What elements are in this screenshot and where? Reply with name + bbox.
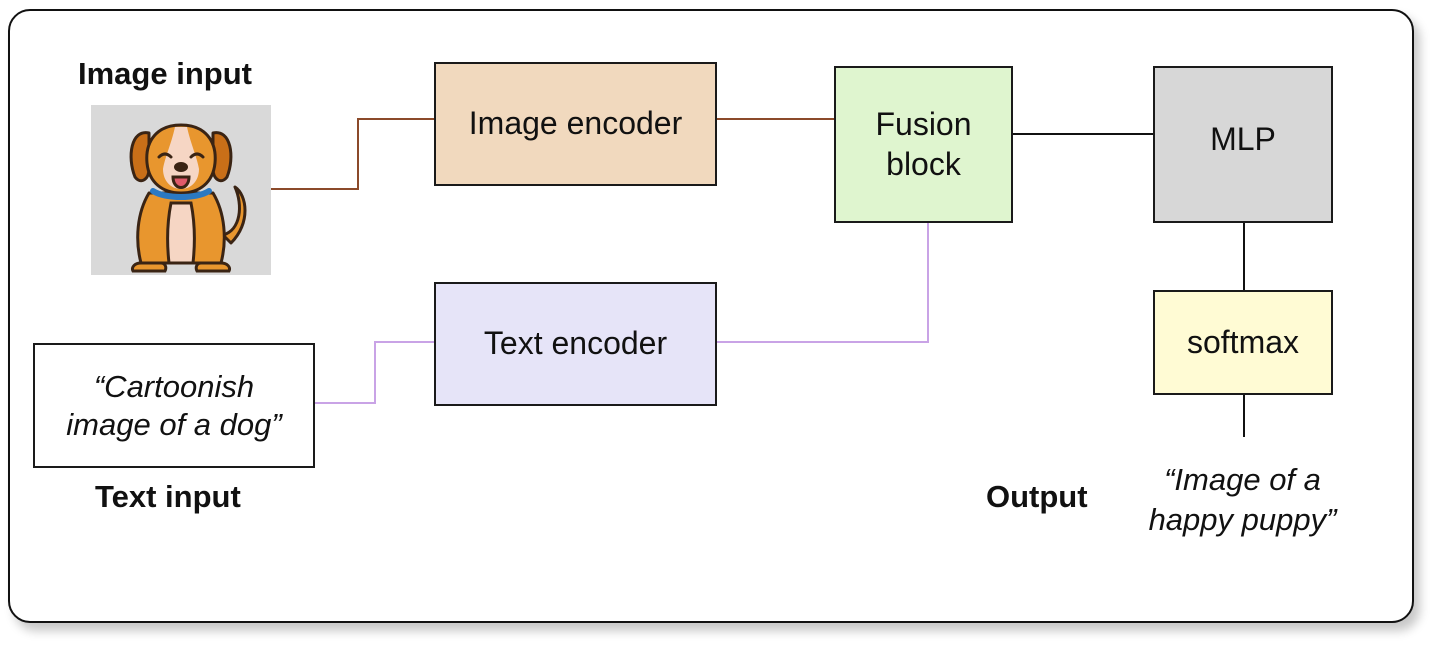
output-text: “Image of a happy puppy” [1120, 460, 1365, 541]
output-text-line1: “Image of a [1164, 462, 1321, 497]
input-text-line1: “Cartoonish [93, 368, 255, 404]
output-label: Output [986, 479, 1088, 514]
dog-icon [129, 123, 247, 273]
image-to-encoder-wire [271, 118, 434, 190]
text-to-encoder-wire [315, 341, 434, 404]
mlp-label: MLP [1210, 121, 1276, 157]
input-text-line2: image of a dog” [66, 406, 282, 442]
image-encoder-block: Image encoder [434, 62, 717, 186]
softmax-label: softmax [1186, 323, 1300, 360]
image-encoder-label: Image encoder [468, 105, 683, 142]
mlp-block: MLP [1153, 66, 1333, 223]
output-text-line2: happy puppy” [1148, 502, 1337, 538]
fusion-label-line1: Fusion [875, 106, 972, 143]
text-encoder-label: Text encoder [483, 325, 668, 362]
dog-image [91, 105, 271, 275]
softmax-block: softmax [1153, 290, 1333, 395]
text-encoder-to-fusion-wire [717, 223, 929, 343]
fusion-block: Fusion block [834, 66, 1013, 223]
image-input-label: Image input [78, 56, 252, 91]
fusion-label-line2: block [886, 145, 961, 182]
text-encoder-block: Text encoder [434, 282, 717, 406]
text-input-label: Text input [95, 479, 241, 514]
text-input-box: “Cartoonish image of a dog” [33, 343, 315, 468]
